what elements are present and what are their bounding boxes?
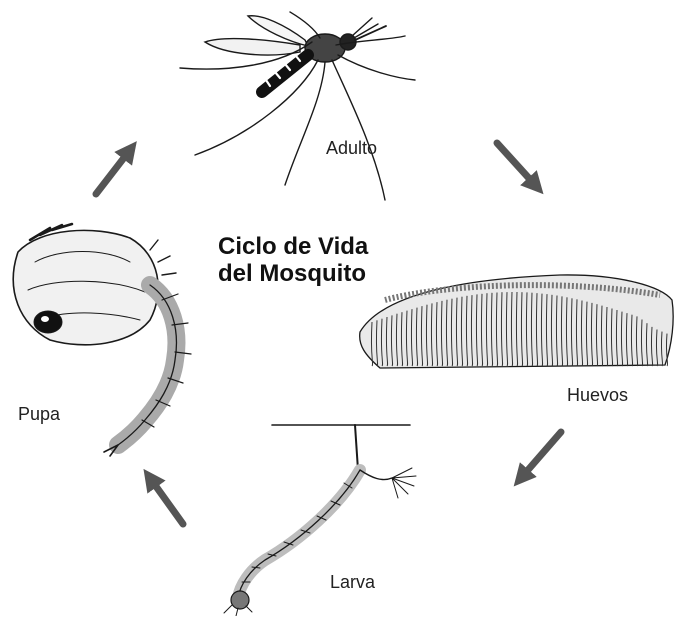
arrow-pupa-to-adult bbox=[96, 150, 130, 194]
arrow-larva-to-pupa bbox=[150, 478, 183, 524]
title-line-2: del Mosquito bbox=[218, 260, 338, 287]
arrow-adult-to-eggs bbox=[497, 143, 536, 186]
diagram-title: Ciclo de Vida del Mosquito bbox=[218, 233, 338, 287]
title-line-1: Ciclo de Vida bbox=[218, 233, 338, 260]
adult-mosquito-illustration bbox=[180, 12, 415, 200]
stage-label-pupa: Pupa bbox=[18, 404, 60, 425]
arrow-eggs-to-larva bbox=[521, 432, 561, 478]
eggs-raft-illustration bbox=[360, 275, 673, 368]
stage-label-adulto: Adulto bbox=[326, 138, 377, 159]
stage-label-larva: Larva bbox=[330, 572, 375, 593]
larva-illustration bbox=[224, 425, 416, 616]
stage-label-huevos: Huevos bbox=[567, 385, 628, 406]
